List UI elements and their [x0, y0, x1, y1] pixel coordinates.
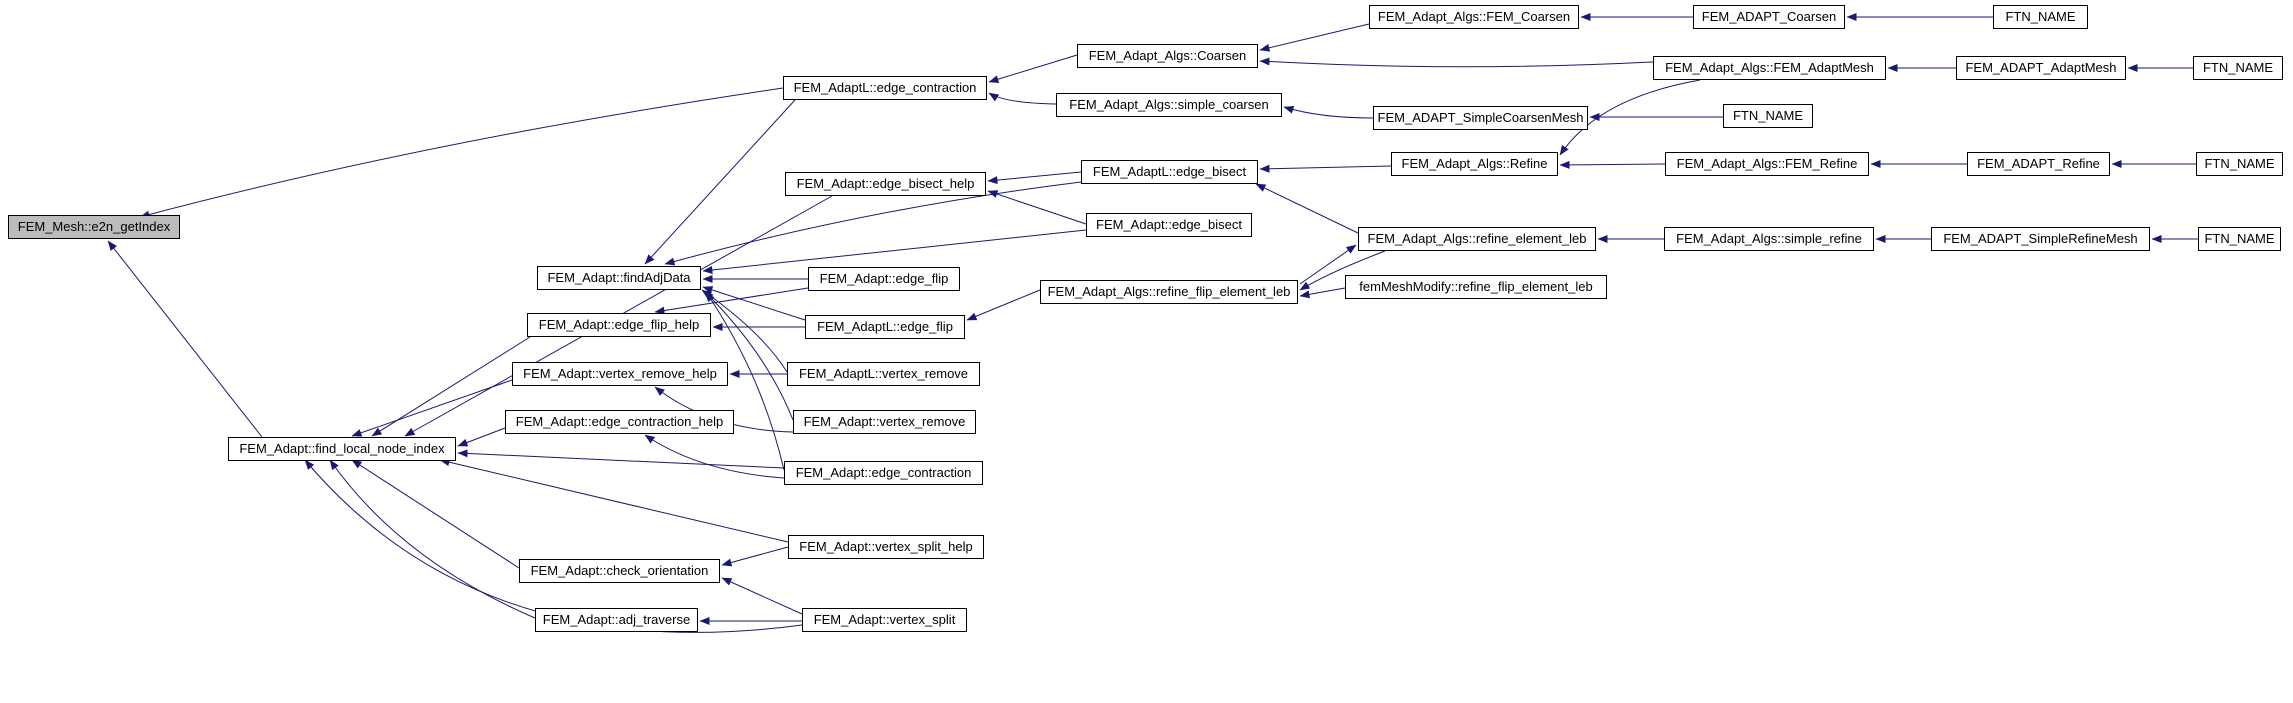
graph-node-adapt-simplecoarsenmesh[interactable]: FEM_ADAPT_SimpleCoarsenMesh: [1373, 106, 1588, 130]
call-edge-adaptl_edge_bisect-to-edge_bisect_help: [987, 171, 1082, 185]
graph-node-vertex-split-help[interactable]: FEM_Adapt::vertex_split_help: [788, 535, 984, 559]
call-edge-vertex_split_help-to-find_local_node_index: [439, 458, 789, 543]
graph-node-fem-coarsen[interactable]: FEM_Adapt_Algs::FEM_Coarsen: [1369, 5, 1579, 29]
call-edge-fem_adaptmesh-to-algs_refine: [1559, 79, 1701, 156]
graph-node-ftn-name-1[interactable]: FTN_NAME: [1993, 5, 2088, 29]
graph-node-adaptl-edge-bisect[interactable]: FEM_AdaptL::edge_bisect: [1081, 160, 1258, 184]
graph-node-e2n-getindex[interactable]: FEM_Mesh::e2n_getIndex: [8, 215, 180, 239]
graph-node-adj-traverse[interactable]: FEM_Adapt::adj_traverse: [535, 608, 698, 632]
call-edge-vertex_remove-to-findAdjData: [703, 290, 794, 421]
graph-node-ftn-name-3[interactable]: FTN_NAME: [1723, 104, 1813, 128]
graph-node-vertex-remove-help[interactable]: FEM_Adapt::vertex_remove_help: [512, 362, 728, 386]
graph-node-adaptl-vertex-remove[interactable]: FEM_AdaptL::vertex_remove: [787, 362, 980, 386]
call-edge-edge_contraction-to-edge_contraction_help: [644, 434, 785, 479]
call-edge-refine_element_leb-to-adaptl_edge_bisect: [1255, 183, 1359, 234]
call-edge-find_local_node_index-to-e2n_getIndex: [107, 240, 263, 438]
graph-node-adapt-adaptmesh[interactable]: FEM_ADAPT_AdaptMesh: [1956, 56, 2126, 80]
graph-node-findadjdata[interactable]: FEM_Adapt::findAdjData: [537, 266, 701, 290]
call-edge-vertex_split-to-find_local_node_index: [304, 459, 803, 633]
call-edge-edge_bisect-to-edge_bisect_help: [987, 190, 1087, 225]
call-edge-femmeshmodify_refine_flip-to-refine_flip_element_leb: [1299, 287, 1346, 299]
call-edge-fem_adaptmesh-to-algs_coarsen: [1259, 57, 1654, 68]
graph-node-ftn-name-2[interactable]: FTN_NAME: [2193, 56, 2283, 80]
call-edge-vertex_split_help-to-check_orientation: [721, 546, 789, 567]
call-edge-refine_element_leb-to-refine_flip_element_leb: [1299, 250, 1386, 291]
call-edge-adaptl_edge_bisect-to-findAdjData: [664, 181, 1082, 266]
graph-node-edge-flip[interactable]: FEM_Adapt::edge_flip: [808, 267, 960, 291]
call-edge-adaptl_edge_contraction-to-findAdjData: [644, 99, 796, 265]
call-edge-simple_coarsen-to-adaptl_edge_contraction: [988, 92, 1057, 105]
graph-node-edge-bisect[interactable]: FEM_Adapt::edge_bisect: [1086, 213, 1252, 237]
call-edge-edge_contraction-to-find_local_node_index: [457, 449, 785, 469]
call-edge-adaptl_edge_contraction-to-e2n_getIndex: [139, 87, 784, 219]
graph-node-edge-contraction-help[interactable]: FEM_Adapt::edge_contraction_help: [505, 410, 734, 434]
graph-node-adaptl-edge-flip[interactable]: FEM_AdaptL::edge_flip: [805, 315, 965, 339]
call-edge-edge_contraction_help-to-find_local_node_index: [457, 427, 506, 447]
call-edge-adapt_simplecoarsenmesh-to-simple_coarsen: [1283, 105, 1374, 119]
call-edge-refine_flip_element_leb-to-adaptl_edge_flip: [966, 289, 1041, 321]
graph-node-fem-adaptmesh[interactable]: FEM_Adapt_Algs::FEM_AdaptMesh: [1653, 56, 1886, 80]
call-edge-edge_flip-to-edge_flip_help: [654, 287, 809, 315]
graph-node-ftn-name-4[interactable]: FTN_NAME: [2196, 152, 2283, 176]
graph-node-fem-refine[interactable]: FEM_Adapt_Algs::FEM_Refine: [1665, 152, 1869, 176]
call-edge-refine_flip_element_leb-to-refine_element_leb: [1299, 244, 1357, 285]
graph-node-simple-coarsen[interactable]: FEM_Adapt_Algs::simple_coarsen: [1056, 93, 1282, 117]
graph-node-algs-refine[interactable]: FEM_Adapt_Algs::Refine: [1391, 152, 1558, 176]
call-edge-algs_refine-to-adaptl_edge_bisect: [1259, 164, 1392, 173]
graph-node-adaptl-edge-contraction[interactable]: FEM_AdaptL::edge_contraction: [783, 76, 987, 100]
graph-node-femmeshmodify-refine-flip[interactable]: femMeshModify::refine_flip_element_leb: [1345, 275, 1607, 299]
graph-node-adapt-simplerefinemesh[interactable]: FEM_ADAPT_SimpleRefineMesh: [1931, 227, 2150, 251]
graph-node-refine-element-leb[interactable]: FEM_Adapt_Algs::refine_element_leb: [1358, 227, 1596, 251]
graph-node-find-local-node-index[interactable]: FEM_Adapt::find_local_node_index: [228, 437, 456, 461]
graph-node-algs-coarsen[interactable]: FEM_Adapt_Algs::Coarsen: [1077, 44, 1258, 68]
call-edge-adj_traverse-to-find_local_node_index: [329, 459, 536, 619]
call-edge-vertex_remove_help-to-find_local_node_index: [351, 379, 513, 437]
graph-node-adapt-refine[interactable]: FEM_ADAPT_Refine: [1967, 152, 2110, 176]
graph-node-vertex-remove[interactable]: FEM_Adapt::vertex_remove: [793, 410, 976, 434]
call-edge-edge_bisect-to-findAdjData: [702, 229, 1087, 274]
graph-node-adapt-coarsen[interactable]: FEM_ADAPT_Coarsen: [1693, 5, 1845, 29]
call-edge-fem_refine-to-algs_refine: [1559, 160, 1666, 169]
call-edge-algs_coarsen-to-adaptl_edge_contraction: [988, 54, 1078, 84]
graph-node-simple-refine[interactable]: FEM_Adapt_Algs::simple_refine: [1664, 227, 1874, 251]
graph-node-edge-bisect-help[interactable]: FEM_Adapt::edge_bisect_help: [785, 172, 986, 196]
call-edge-check_orientation-to-find_local_node_index: [351, 459, 520, 569]
call-edge-vertex_split-to-check_orientation: [721, 577, 803, 615]
graph-node-refine-flip-element-leb[interactable]: FEM_Adapt_Algs::refine_flip_element_leb: [1040, 280, 1298, 304]
graph-node-edge-contraction[interactable]: FEM_Adapt::edge_contraction: [784, 461, 983, 485]
graph-node-vertex-split[interactable]: FEM_Adapt::vertex_split: [802, 608, 967, 632]
graph-node-check-orientation[interactable]: FEM_Adapt::check_orientation: [519, 559, 720, 583]
call-edge-adaptl_edge_flip-to-findAdjData: [702, 286, 806, 321]
graph-node-edge-flip-help[interactable]: FEM_Adapt::edge_flip_help: [527, 313, 711, 337]
graph-node-ftn-name-5[interactable]: FTN_NAME: [2198, 227, 2281, 251]
call-edge-edge_contraction-to-findAdjData: [705, 291, 785, 471]
call-edge-fem_coarsen-to-algs_coarsen: [1259, 23, 1370, 52]
